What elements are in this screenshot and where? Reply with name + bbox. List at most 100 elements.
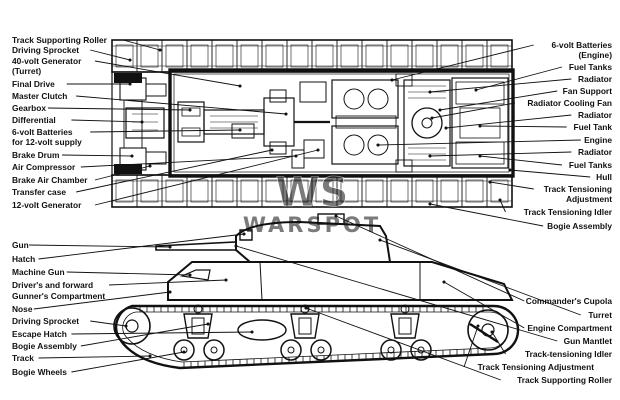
label-batteries-12v-2: for 12-volt supply xyxy=(12,137,82,147)
transfer-case-housing xyxy=(263,97,295,147)
leader-dot-radiator-1 xyxy=(428,90,432,94)
label-final-drive: Final Drive xyxy=(12,79,55,89)
leader-dot-differential xyxy=(140,120,144,124)
leader-dot-bogie-assembly-side xyxy=(206,322,210,326)
watermark: WS WARSPOT xyxy=(243,170,381,237)
label-track-tensioning-adjustment-side: Track Tensioning Adjustment xyxy=(478,362,595,372)
leader-line-gun xyxy=(29,244,171,248)
leader-line-driving-sprocket xyxy=(90,49,131,61)
leader-line-gun-mantlet xyxy=(235,245,558,342)
leader-dot-driving-sprocket-side xyxy=(124,324,128,328)
label-fuel-tank: Fuel Tank xyxy=(574,122,613,132)
watermark-text: WARSPOT xyxy=(243,213,381,237)
differential-housing xyxy=(125,107,165,139)
leader-line-brake-air-chamber xyxy=(94,165,151,181)
label-gun-mantlet: Gun Mantlet xyxy=(564,336,613,346)
label-driving-sprocket: Driving Sprocket xyxy=(12,45,79,55)
leader-dot-track-tensioning-idler-side xyxy=(490,330,494,334)
top-plan-view xyxy=(111,39,515,208)
leader-line-engine xyxy=(377,139,581,146)
label-track-tensioning-adjustment-1: Track Tensioning xyxy=(544,184,612,194)
engine-block-upper xyxy=(331,79,399,119)
label-hull: Hull xyxy=(596,172,612,182)
label-commanders-cupola: Commander's Cupola xyxy=(526,296,613,306)
leader-dot-gun xyxy=(168,245,172,249)
leader-line-gearbox xyxy=(47,107,191,111)
label-turret: Turret xyxy=(588,310,612,320)
leader-dot-track-supporting-roller-side xyxy=(304,306,308,310)
leader-line-track-tensioning-adjustment-side xyxy=(463,325,479,368)
label-track-tensioning-idler-side: Track-tensioning Idler xyxy=(525,349,613,359)
label-bogie-assembly-side: Bogie Assembly xyxy=(12,341,77,351)
radiator-block xyxy=(403,79,451,167)
leader-line-brake-drum xyxy=(62,154,133,157)
leader-dot-generator-40v-1 xyxy=(238,84,242,88)
leader-line-fuel-tank xyxy=(479,125,567,128)
label-track: Track xyxy=(12,353,34,363)
label-brake-air-chamber: Brake Air Chamber xyxy=(12,175,88,185)
leader-line-hatch xyxy=(38,233,245,260)
leader-dot-bogie-assembly-top xyxy=(428,202,432,206)
leader-dot-gun-mantlet xyxy=(234,244,238,248)
label-gun: Gun xyxy=(12,240,29,250)
leader-line-radiator-3 xyxy=(429,151,572,157)
label-radiator-cooling-fan: Radiator Cooling Fan xyxy=(527,98,612,108)
label-track-tensioning-adjustment-2: Adjustment xyxy=(566,194,612,204)
leader-line-bogie-wheels xyxy=(71,351,185,373)
label-generator-40v-2: (Turret) xyxy=(12,66,41,76)
leader-dot-track-tensioning-idler-top xyxy=(498,198,502,202)
label-hatch: Hatch xyxy=(12,254,35,264)
leader-dot-driving-sprocket xyxy=(128,58,132,62)
leader-line-engine-compartment xyxy=(443,281,525,329)
label-bogie-assembly-top: Bogie Assembly xyxy=(547,221,612,231)
label-escape-hatch: Escape Hatch xyxy=(12,329,67,339)
leader-line-track-supporting-roller xyxy=(123,39,161,51)
engine-block-lower xyxy=(331,125,399,165)
driving-sprocket-drawing xyxy=(113,307,151,345)
leader-line-radiator-1 xyxy=(429,78,572,93)
leader-line-track xyxy=(38,355,151,359)
label-generator-40v-1: 40-volt Generator xyxy=(12,56,82,66)
leader-dot-engine xyxy=(376,143,380,147)
leader-dot-track-tensioning-adjustment-side xyxy=(476,324,480,328)
leader-line-drivers-compartment-1 xyxy=(109,279,227,286)
leader-line-batteries-engine-1 xyxy=(391,44,534,81)
leader-line-track-tensioning-idler-top xyxy=(499,199,506,213)
leader-dot-fuel-tanks-bottom xyxy=(478,154,482,158)
label-differential: Differential xyxy=(12,115,56,125)
leader-dot-generator-12v xyxy=(316,148,320,152)
leader-dot-batteries-12v-1 xyxy=(238,128,242,132)
leader-line-generator-12v xyxy=(94,149,319,206)
label-brake-drum: Brake Drum xyxy=(12,150,59,160)
leader-line-track-tensioning-idler-side xyxy=(491,331,506,355)
label-machine-gun: Machine Gun xyxy=(12,267,65,277)
turret-hatch xyxy=(239,229,253,241)
leader-line-transfer-case xyxy=(76,149,273,193)
label-radiator-2: Radiator xyxy=(578,110,613,120)
leader-dot-brake-air-chamber xyxy=(148,164,152,168)
leader-dot-hull xyxy=(508,168,512,172)
leader-line-radiator-cooling-fan xyxy=(431,102,516,119)
label-batteries-engine-2: (Engine) xyxy=(579,50,613,60)
label-air-compressor: Air Compressor xyxy=(12,162,76,172)
label-driving-sprocket-side: Driving Sprocket xyxy=(12,316,79,326)
label-generator-12v: 12-volt Generator xyxy=(12,200,82,210)
escape-hatch-drawing xyxy=(237,319,287,341)
leader-dot-radiator-cooling-fan xyxy=(430,116,434,120)
leader-dot-escape-hatch xyxy=(250,330,254,334)
bogie-unit xyxy=(380,304,432,361)
label-radiator-1: Radiator xyxy=(578,74,613,84)
leader-line-nose xyxy=(33,291,171,310)
side-elevation-view xyxy=(113,213,520,370)
leader-dot-gearbox xyxy=(188,108,192,112)
leader-dot-brake-drum xyxy=(130,154,134,158)
leader-line-escape-hatch xyxy=(71,331,253,335)
leader-line-master-clutch xyxy=(76,95,287,115)
leader-line-track-supporting-roller-side xyxy=(305,307,501,381)
label-bogie-wheels: Bogie Wheels xyxy=(12,367,67,377)
leader-dot-transfer-case xyxy=(270,148,274,152)
driving-sprocket-top-upper xyxy=(114,73,142,83)
leader-dot-engine-compartment xyxy=(442,280,446,284)
label-gearbox: Gearbox xyxy=(12,103,46,113)
